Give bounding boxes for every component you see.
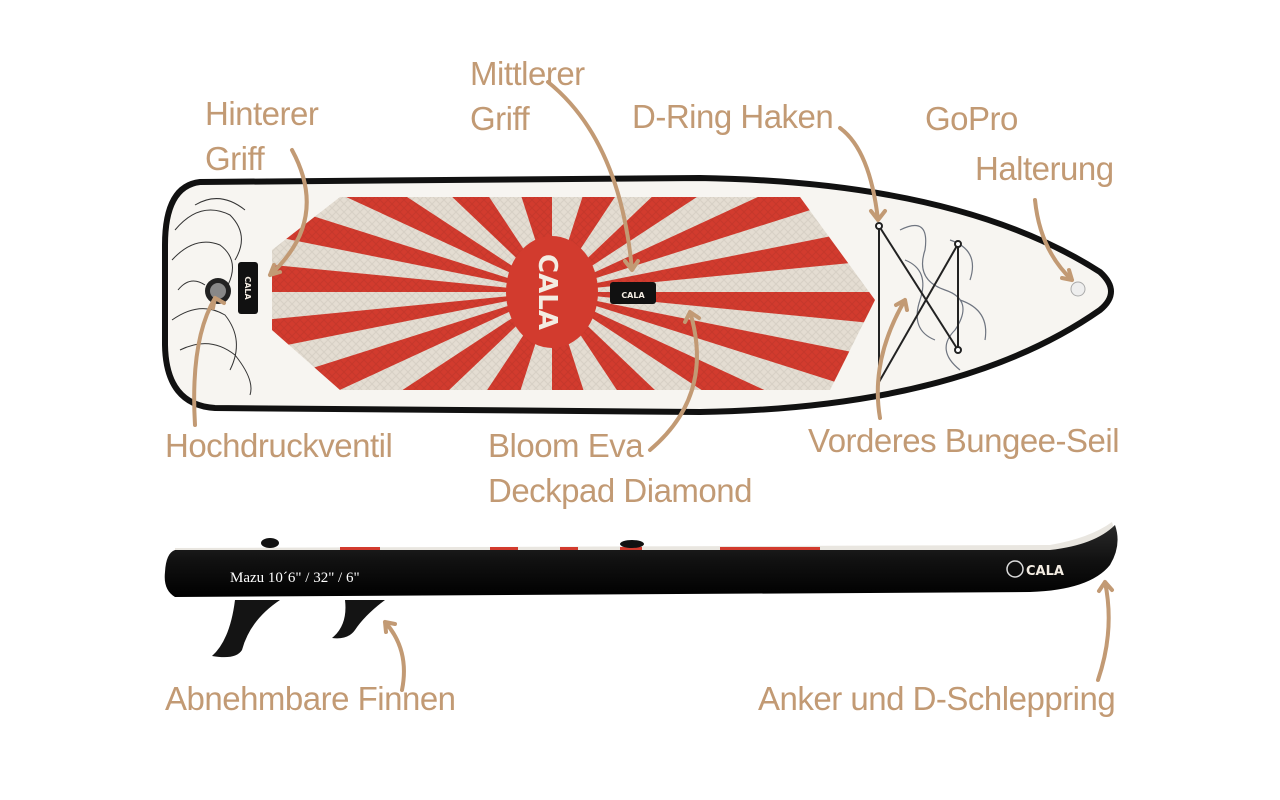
label-deckpad: Bloom Eva: [488, 427, 644, 464]
label-bungee: Vorderes Bungee-Seil: [808, 422, 1119, 459]
svg-text:CALA: CALA: [243, 276, 252, 300]
side-handle: [620, 540, 644, 548]
sun-circle: [506, 236, 598, 348]
side-rail: [164, 525, 1118, 597]
board-side-view: Mazu 10´6" / 32" / 6" CALA: [164, 522, 1118, 658]
side-deck-top: [175, 522, 1115, 555]
side-fin: [332, 600, 385, 639]
rear-fin: [212, 600, 280, 658]
label-gopro: Halterung: [975, 150, 1114, 187]
rear-handle: CALA: [238, 262, 258, 314]
svg-text:CALA: CALA: [621, 291, 645, 300]
deckpad: CALA: [272, 197, 875, 390]
label-fins: Abnehmbare Finnen: [165, 680, 456, 717]
label-deckpad: Deckpad Diamond: [488, 472, 752, 509]
label-middle-handle: Mittlerer: [470, 55, 585, 92]
label-gopro: GoPro: [925, 100, 1018, 137]
board-top-view: CALA CALA CALA: [162, 174, 1114, 416]
dragon-artwork: [899, 225, 987, 371]
label-valve: Hochdruckventil: [165, 427, 392, 464]
fins: [212, 600, 385, 658]
middle-handle: CALA: [610, 282, 656, 304]
bungee-cord: [875, 222, 962, 383]
label-rear-handle: Griff: [205, 140, 266, 177]
side-deck-red-stripes: [340, 547, 820, 551]
label-middle-handle: Griff: [470, 100, 531, 137]
label-d-ring: D-Ring Haken: [632, 98, 833, 135]
deck-logo: CALA: [532, 254, 562, 330]
board-spec: Mazu 10´6" / 32" / 6": [230, 570, 360, 586]
label-anchor: Anker und D-Schleppring: [758, 680, 1115, 717]
label-rear-handle: Hinterer: [205, 95, 319, 132]
side-valve: [261, 538, 279, 548]
side-logo: CALA: [1006, 560, 1064, 579]
annotation-labels: Hinterer Griff Mittlerer Griff D-Ring Ha…: [165, 55, 1120, 717]
valve: [205, 278, 231, 304]
annotation-arrows: [192, 80, 1114, 692]
gopro-mount: [1070, 281, 1086, 297]
svg-text:CALA: CALA: [1026, 564, 1064, 579]
